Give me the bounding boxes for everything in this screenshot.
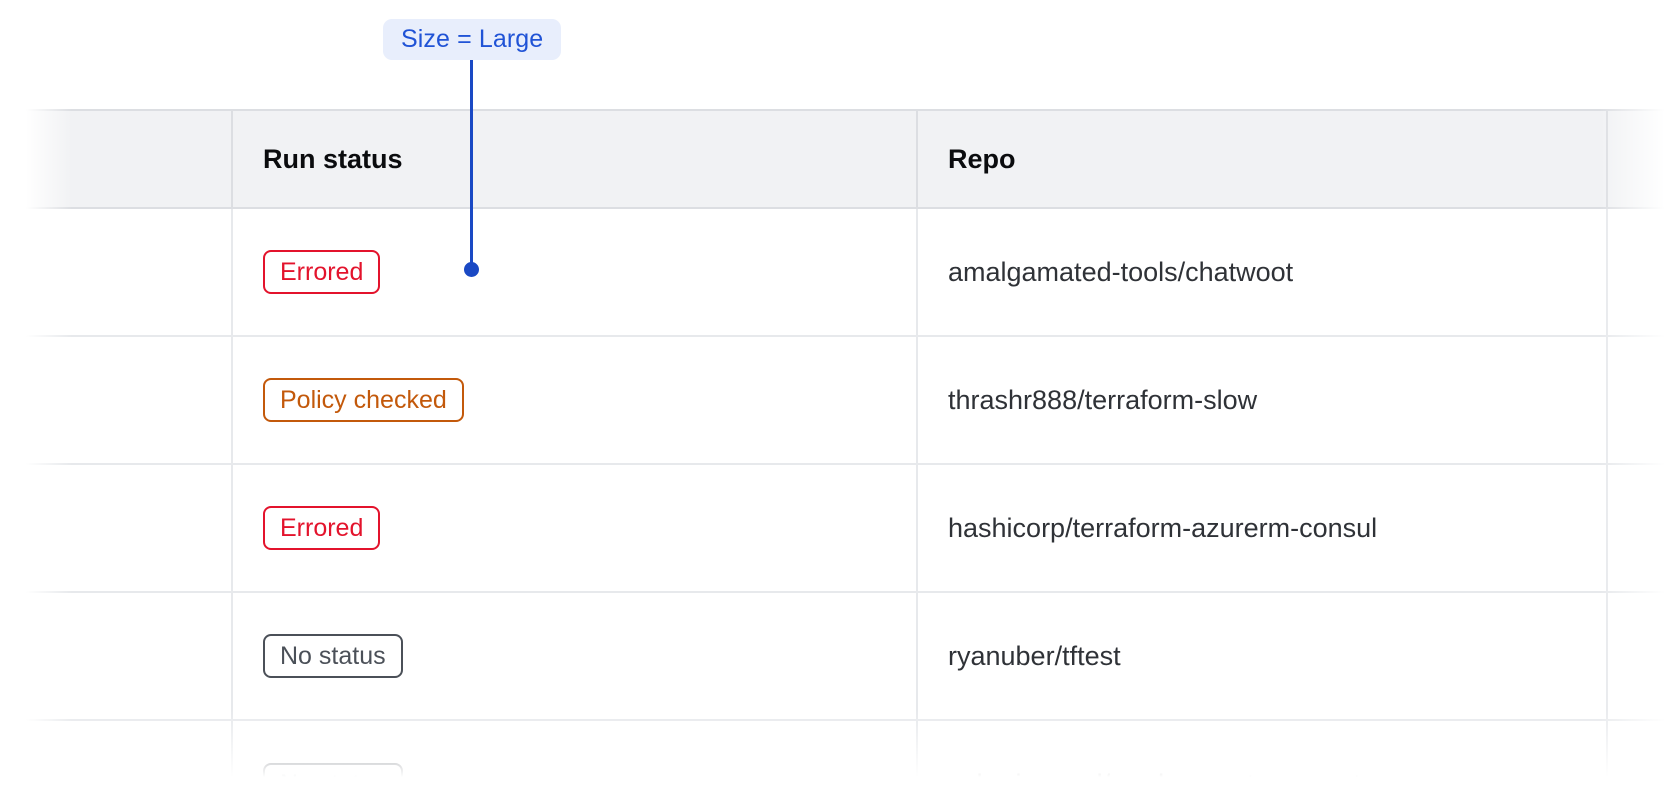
column-header-run-status[interactable]: Run status xyxy=(232,109,918,209)
row-tail-cell xyxy=(1607,208,1672,337)
run-status-cell: No status xyxy=(232,720,918,788)
row-lead-cell xyxy=(0,720,233,788)
table-row[interactable]: Errored amalgamated-tools/chatwoot xyxy=(0,208,1672,337)
status-badge[interactable]: Errored xyxy=(263,506,381,550)
run-status-cell: Policy checked xyxy=(232,336,918,465)
status-badge[interactable]: Errored xyxy=(263,250,381,294)
header-row: Run status Repo xyxy=(0,109,1672,209)
row-tail-cell xyxy=(1607,464,1672,593)
column-header-lead xyxy=(0,109,233,209)
status-badge[interactable]: No status xyxy=(263,762,403,788)
status-badge[interactable]: No status xyxy=(263,634,403,678)
row-tail-cell xyxy=(1607,336,1672,465)
row-tail-cell xyxy=(1607,592,1672,721)
column-header-repo[interactable]: Repo xyxy=(917,109,1608,209)
table-row[interactable]: Policy checked thrashr888/terraform-slow xyxy=(0,336,1672,465)
repo-cell[interactable]: amalgamated-tools/chatwoot xyxy=(917,208,1608,337)
table-container: Run status Repo Errored amalgamated-tool… xyxy=(0,109,1672,788)
row-lead-cell xyxy=(0,592,233,721)
table-row[interactable]: No status ashrajagopal/random_pet_genera… xyxy=(0,720,1672,788)
row-lead-cell xyxy=(0,464,233,593)
row-lead-cell xyxy=(0,208,233,337)
run-status-cell: Errored xyxy=(232,464,918,593)
table-header: Run status Repo xyxy=(0,109,1672,209)
row-tail-cell xyxy=(1607,720,1672,788)
repo-cell[interactable]: ashrajagopal/random_pet_generator xyxy=(917,720,1608,788)
repo-cell[interactable]: thrashr888/terraform-slow xyxy=(917,336,1608,465)
annotation-connector-dot xyxy=(464,262,479,277)
runs-table: Run status Repo Errored amalgamated-tool… xyxy=(0,109,1672,788)
column-header-tail xyxy=(1607,109,1672,209)
table-row[interactable]: No status ryanuber/tftest xyxy=(0,592,1672,721)
run-status-cell: No status xyxy=(232,592,918,721)
run-status-cell: Errored xyxy=(232,208,918,337)
table-body: Errored amalgamated-tools/chatwoot Polic… xyxy=(0,208,1672,788)
row-lead-cell xyxy=(0,336,233,465)
annotation-callout-label: Size = Large xyxy=(383,19,562,60)
repo-cell[interactable]: ryanuber/tftest xyxy=(917,592,1608,721)
status-badge[interactable]: Policy checked xyxy=(263,378,464,422)
table-row[interactable]: Errored hashicorp/terraform-azurerm-cons… xyxy=(0,464,1672,593)
annotation-connector-line xyxy=(470,60,473,268)
repo-cell[interactable]: hashicorp/terraform-azurerm-consul xyxy=(917,464,1608,593)
